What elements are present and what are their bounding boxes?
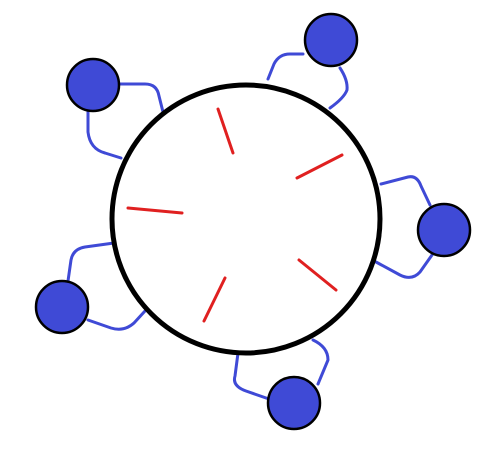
node-left-connector-1	[66, 241, 116, 283]
inner-mark-group	[126, 107, 344, 323]
inner-mark-upper-right	[295, 153, 344, 180]
outer-node-group	[34, 12, 472, 431]
node-right	[416, 202, 472, 258]
node-top-left-connector-1	[117, 82, 165, 114]
node-top-left	[65, 57, 121, 113]
node-left-connector-2	[86, 309, 147, 331]
node-right-connector-2	[374, 253, 434, 279]
inner-mark-lower-right	[297, 258, 338, 292]
node-top-right-connector-2	[328, 66, 349, 110]
node-right-connector-1	[379, 175, 432, 207]
connector-group	[66, 52, 434, 401]
inner-mark-left	[126, 206, 184, 215]
central-hub-circle	[109, 82, 383, 356]
hub-group	[109, 82, 383, 356]
node-bottom	[266, 375, 322, 431]
node-bottom-connector-2	[311, 338, 330, 386]
node-bottom-connector-1	[233, 351, 271, 401]
node-top-right-connector-1	[266, 52, 305, 81]
inner-mark-bottom-left	[202, 276, 227, 323]
inner-mark-top	[216, 107, 235, 155]
node-top-right	[303, 12, 359, 68]
node-left	[34, 279, 90, 335]
node-top-left-connector-2	[86, 110, 123, 160]
